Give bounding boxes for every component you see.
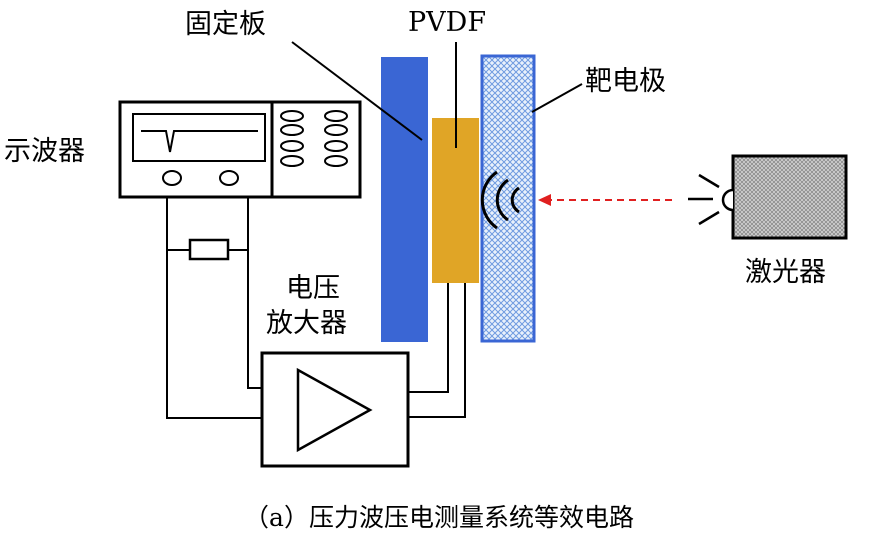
arrowhead-icon <box>538 194 551 206</box>
fixed-plate <box>381 57 428 342</box>
wire-right-target <box>408 283 466 418</box>
oscilloscope-screen <box>132 113 266 162</box>
label-amplifier-line2: 放大器 <box>266 308 347 339</box>
triangle-amplifier-icon <box>296 367 373 453</box>
label-oscilloscope: 示波器 <box>4 136 85 167</box>
leader-fixed-plate <box>291 41 423 141</box>
oscilloscope-knobs <box>162 170 239 186</box>
wire-right-pvdf <box>408 283 449 393</box>
resistor <box>188 238 230 261</box>
target-electrode <box>480 54 536 343</box>
laser-aperture <box>721 188 734 212</box>
label-pvdf: PVDF <box>408 7 486 38</box>
light-rays-icon <box>688 173 720 226</box>
arc-wave-icon <box>480 170 520 230</box>
laser-device <box>688 154 848 240</box>
label-target-electrode: 靶电极 <box>585 66 666 97</box>
figure-caption: （a）压力波压电测量系统等效电路 <box>244 503 634 532</box>
oscilloscope-frame-right <box>118 100 362 199</box>
voltage-amplifier <box>260 351 410 468</box>
oscilloscope <box>118 100 362 199</box>
circuit-wires <box>166 197 466 419</box>
laser-beam <box>538 194 672 206</box>
label-amplifier-line1: 电压 <box>286 273 340 304</box>
leader-lines <box>291 41 583 148</box>
oscilloscope-controls <box>280 110 348 167</box>
pulse-waveform-icon <box>141 130 258 153</box>
label-laser: 激光器 <box>745 257 826 288</box>
leader-target <box>531 83 583 113</box>
wire-left-outer <box>166 197 262 419</box>
label-fixed-plate: 固定板 <box>185 9 266 40</box>
laser-body <box>731 154 848 240</box>
wire-left-inner <box>247 197 262 389</box>
